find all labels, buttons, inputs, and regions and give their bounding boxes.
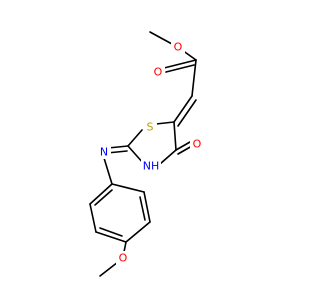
atom-nitrogen-ring: NH: [143, 160, 160, 173]
bond-group: [89, 31, 197, 277]
bond: [95, 231, 127, 243]
atom-oxygen-methoxy: O: [119, 252, 128, 265]
bond: [155, 121, 175, 125]
bond: [125, 221, 151, 243]
bond: [177, 145, 193, 155]
bond: [165, 64, 195, 73]
bond: [89, 203, 97, 233]
bond: [149, 31, 173, 45]
bond: [139, 196, 146, 221]
atom-oxygen-ring-carbonyl: O: [193, 138, 202, 151]
bond: [163, 59, 197, 69]
bond: [173, 121, 177, 151]
bond: [123, 241, 127, 253]
atom-oxygen-ester: O: [174, 41, 183, 54]
atom-nitrogen-imine: N: [100, 146, 108, 159]
bond: [89, 183, 113, 205]
atom-sulfur: S: [147, 121, 154, 134]
bond: [99, 227, 123, 237]
bond: [191, 59, 197, 97]
atom-oxygen-ester-carbonyl: O: [154, 66, 163, 79]
bond: [127, 129, 143, 147]
atom-label-group: O O S O NH N O: [97, 40, 204, 265]
bond: [177, 99, 197, 127]
bond: [143, 191, 151, 223]
bond: [99, 261, 119, 277]
bond: [103, 157, 113, 185]
bond: [173, 95, 193, 123]
bond: [107, 145, 129, 149]
bond: [111, 183, 145, 193]
molecule-diagram: O O S O NH N O: [89, 31, 204, 277]
bond: [94, 189, 113, 206]
bond: [159, 149, 177, 165]
bond: [175, 141, 191, 151]
